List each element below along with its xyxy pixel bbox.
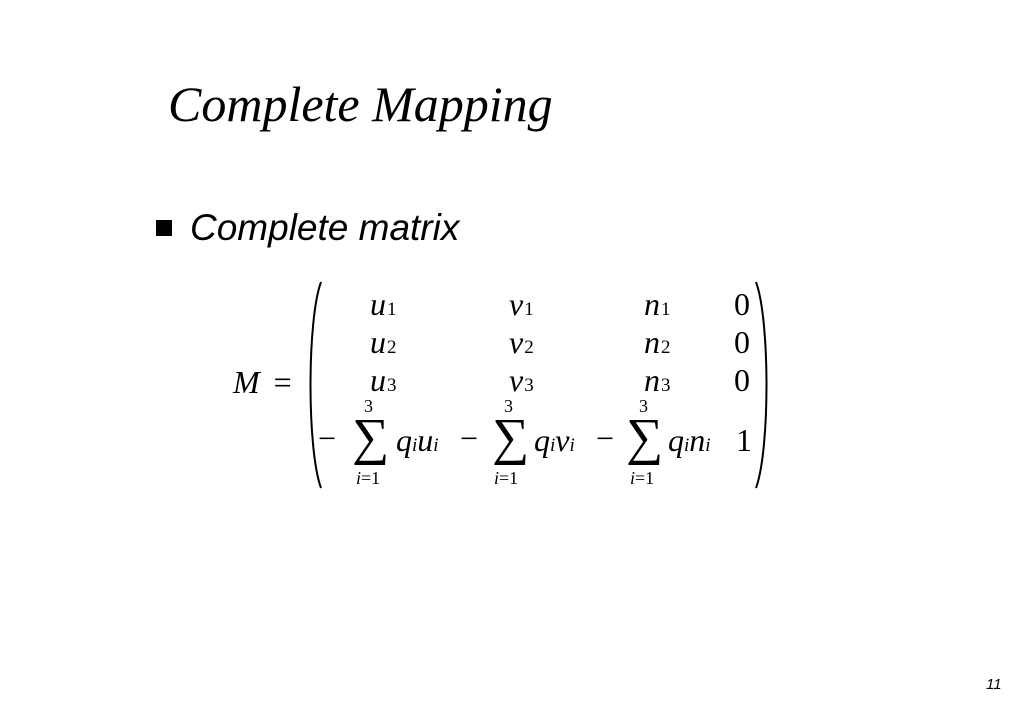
bullet-text: Complete matrix bbox=[190, 207, 460, 248]
matrix-cell-r3c1: u3 bbox=[370, 362, 397, 398]
sum-lower-limit: i=1 bbox=[356, 468, 381, 488]
sum-term: qivi bbox=[534, 422, 575, 458]
sum-term: qini bbox=[668, 422, 711, 458]
summation-icon: ∑ bbox=[352, 409, 390, 466]
matrix-cell-r2c4: 0 bbox=[734, 324, 750, 360]
matrix-cell-r1c4: 0 bbox=[734, 286, 750, 322]
matrix-cell-r2c3: n2 bbox=[644, 324, 671, 360]
matrix-cell-r1c3: n1 bbox=[644, 286, 671, 322]
equals-sign: = bbox=[273, 364, 292, 400]
equation-lhs: M= bbox=[233, 362, 292, 402]
bullet-square-icon bbox=[156, 220, 172, 236]
minus-sign: − bbox=[596, 420, 615, 456]
sum-upper-limit: 3 bbox=[364, 396, 373, 416]
matrix-cell-r3c2: v3 bbox=[509, 362, 534, 398]
sum-lower-limit: i=1 bbox=[630, 468, 655, 488]
slide-title: Complete Mapping bbox=[168, 76, 553, 132]
sum-lower-limit: i=1 bbox=[494, 468, 519, 488]
sum-upper-limit: 3 bbox=[504, 396, 513, 416]
matrix-cell-r3c4: 0 bbox=[734, 362, 750, 398]
matrix-cell-r1c2: v1 bbox=[509, 286, 534, 322]
sum-term: qiui bbox=[396, 422, 439, 458]
matrix-cell-r2c1: u2 bbox=[370, 324, 397, 360]
minus-sign: − bbox=[460, 420, 479, 456]
page-number: 11 bbox=[986, 676, 1002, 693]
summation-icon: ∑ bbox=[492, 409, 530, 466]
matrix-cell-r2c2: v2 bbox=[509, 324, 534, 360]
matrix-cell-r4c4: 1 bbox=[736, 422, 752, 458]
matrix-cell-r1c1: u1 bbox=[370, 286, 397, 322]
right-parenthesis bbox=[755, 281, 768, 489]
minus-sign: − bbox=[318, 420, 337, 456]
summation-icon: ∑ bbox=[626, 409, 664, 466]
matrix-symbol: M bbox=[233, 364, 260, 400]
sum-upper-limit: 3 bbox=[639, 396, 648, 416]
matrix-cell-r3c3: n3 bbox=[644, 362, 671, 398]
left-parenthesis bbox=[309, 281, 322, 489]
